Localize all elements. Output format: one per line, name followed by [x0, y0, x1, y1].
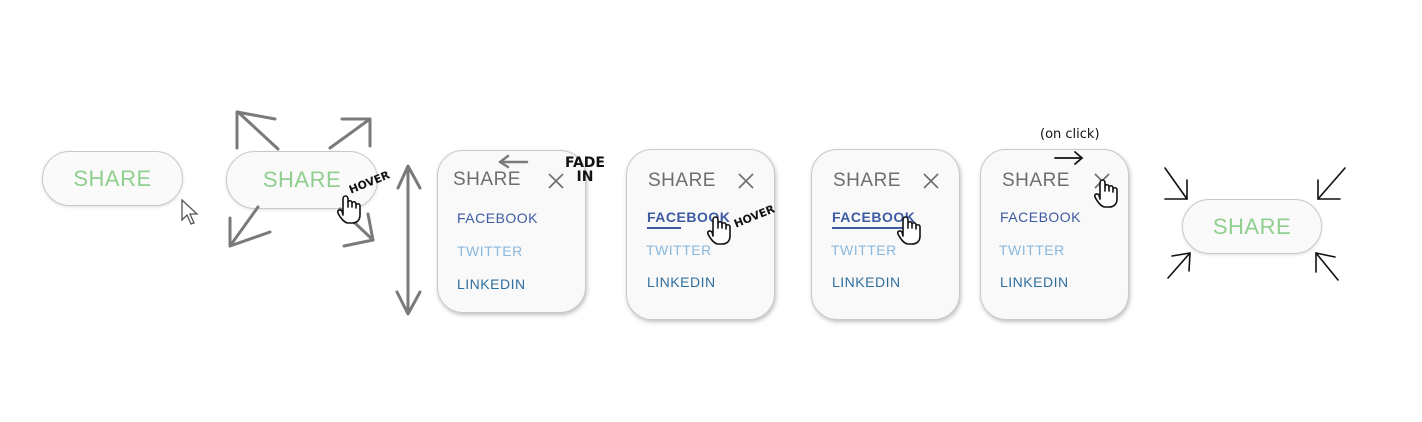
linkedin-link[interactable]: LINKEDIN [457, 276, 526, 292]
twitter-link[interactable]: TWITTER [457, 243, 523, 259]
close-icon[interactable] [737, 172, 755, 190]
share-button-label: SHARE [1212, 213, 1292, 239]
share-button-collapsed-final[interactable]: SHARE [1182, 199, 1322, 254]
card-title: SHARE [648, 170, 716, 191]
close-icon[interactable] [547, 172, 565, 190]
arrow-cursor-icon [181, 198, 199, 225]
share-card-closing: SHARE FACEBOOK TWITTER LINKEDIN [980, 149, 1129, 320]
twitter-link[interactable]: TWITTER [831, 242, 897, 258]
share-card-hover-facebook: SHARE FACEBOOK TWITTER LINKEDIN [626, 149, 775, 320]
vertical-double-arrow [395, 164, 422, 316]
facebook-underline [647, 227, 681, 229]
linkedin-link[interactable]: LINKEDIN [1000, 274, 1069, 290]
close-icon[interactable] [1093, 172, 1111, 190]
on-click-note: (on click) [1040, 127, 1100, 142]
share-button-label: SHARE [73, 165, 152, 191]
card-title: SHARE [1002, 170, 1070, 191]
card-title: SHARE [833, 170, 901, 191]
card-title: SHARE [453, 169, 521, 190]
share-card-fade-in: SHARE FACEBOOK TWITTER LINKEDIN [437, 150, 586, 313]
linkedin-link[interactable]: LINKEDIN [832, 274, 901, 290]
on-click-annotation: (on click) [1040, 127, 1100, 142]
share-button-hover[interactable]: SHARE [226, 151, 378, 209]
linkedin-link[interactable]: LINKEDIN [647, 274, 716, 290]
twitter-link[interactable]: TWITTER [646, 242, 712, 258]
close-icon[interactable] [922, 172, 940, 190]
fade-in-annotation: FADE IN [565, 156, 605, 184]
facebook-link[interactable]: FACEBOOK [1000, 209, 1082, 225]
facebook-link[interactable]: FACEBOOK [457, 210, 539, 226]
share-card-facebook-active: SHARE FACEBOOK TWITTER LINKEDIN [811, 149, 960, 320]
fade-in-note: FADE IN [565, 155, 605, 185]
facebook-link-hovered[interactable]: FACEBOOK [647, 209, 731, 225]
facebook-underline [832, 227, 914, 229]
facebook-link-active[interactable]: FACEBOOK [832, 209, 916, 225]
share-button-collapsed[interactable]: SHARE [42, 151, 183, 206]
share-button-label: SHARE [262, 167, 342, 192]
twitter-link[interactable]: TWITTER [999, 242, 1065, 258]
